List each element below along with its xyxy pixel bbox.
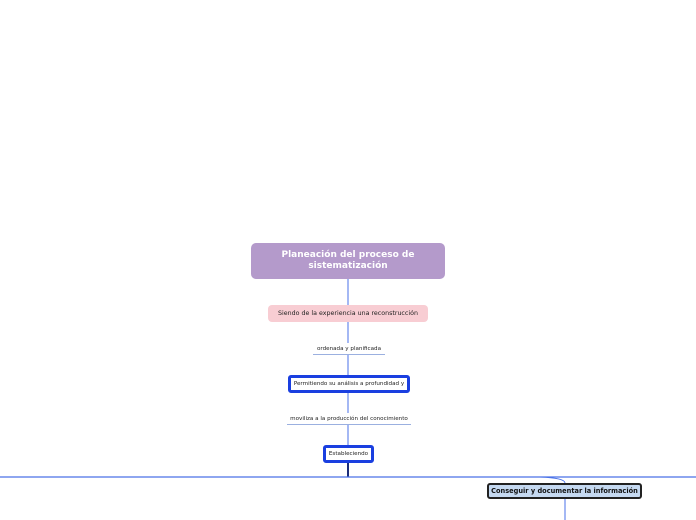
node-ordenada[interactable]: ordenada y planificada [313,343,385,355]
connector-to-conseguir [539,476,566,484]
root-node[interactable]: Planeación del proceso de sistematizació… [251,243,445,279]
node-reconstruccion[interactable]: Siendo de la experiencia una reconstrucc… [268,305,428,322]
root-node-label: Planeación del proceso de sistematizació… [281,250,415,271]
node-analisis[interactable]: Permitiendo su análisis a profundidad y [288,375,410,393]
node-conseguir-label: Conseguir y documentar la información [491,487,638,495]
node-moviliza-label: moviliza a la producción del conocimient… [290,415,408,422]
node-estableciendo[interactable]: Estableciendo [323,445,374,463]
node-estableciendo-label: Estableciendo [328,451,369,457]
node-conseguir[interactable]: Conseguir y documentar la información [487,483,642,499]
node-ordenada-label: ordenada y planificada [316,345,382,352]
node-analisis-label: Permitiendo su análisis a profundidad y [293,381,405,387]
node-reconstruccion-label: Siendo de la experiencia una reconstrucc… [278,310,418,317]
node-moviliza[interactable]: moviliza a la producción del conocimient… [287,413,411,425]
